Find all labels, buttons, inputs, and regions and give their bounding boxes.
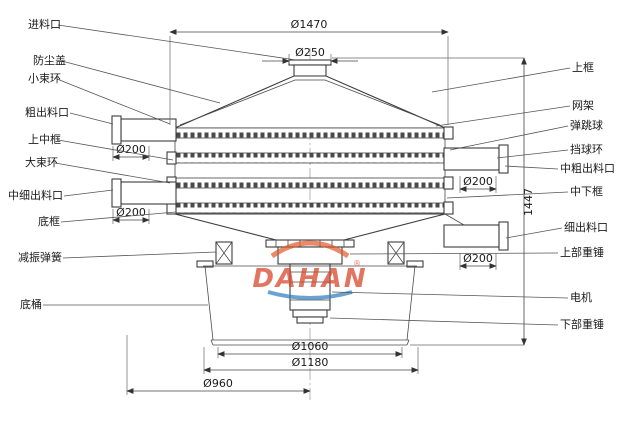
bottom-cone <box>174 213 446 241</box>
label-upper-frame: 上框 <box>572 61 594 74</box>
coarse-outlet-pipe <box>111 115 177 145</box>
label-small-clamp-ring: 小束环 <box>28 72 61 85</box>
label-motor: 电机 <box>570 290 592 304</box>
watermark-red-arc <box>270 240 350 259</box>
dim-right-lower-outlet: Ø200 <box>463 252 493 265</box>
leader-lines <box>43 24 571 326</box>
watermark-blue-swoosh <box>267 290 353 300</box>
label-dust-cover: 防尘盖 <box>33 53 66 67</box>
dim-left-upper-outlet: Ø200 <box>116 143 146 156</box>
lower-weight-block <box>292 309 328 318</box>
label-bottom-frame: 底框 <box>38 214 60 228</box>
label-mid-fine-outlet: 中细出料口 <box>8 188 63 202</box>
part-labels: 进料口 防尘盖 小束环 粗出料口 上中框 大束环 中细出料口 底框 减振弹簧 底… <box>8 17 615 331</box>
mesh-band-4 <box>175 202 445 214</box>
mid-fine-outlet-pipe <box>111 178 177 208</box>
dim-bottom-span: Ø960 <box>203 377 233 390</box>
label-mid-lower-frame: 中下框 <box>570 185 603 198</box>
label-damping-spring: 减振弹簧 <box>18 250 62 264</box>
label-mesh-frame: 网架 <box>572 99 594 112</box>
dim-left-lower-outlet: Ø200 <box>116 206 146 219</box>
dim-base-inner: Ø1060 <box>292 340 329 353</box>
label-large-clamp-ring: 大束环 <box>25 155 58 169</box>
watermark-reg-icon: ® <box>353 259 361 268</box>
damping-springs <box>215 241 405 265</box>
dim-right-upper-outlet: Ø200 <box>463 175 493 188</box>
mesh-band-2 <box>175 152 445 164</box>
fine-outlet-pipe <box>443 213 509 251</box>
mesh-band-3 <box>175 177 445 189</box>
watermark: DAHAN ® <box>252 240 367 300</box>
dim-inlet: Ø250 <box>295 46 325 59</box>
label-base-barrel: 底桶 <box>20 297 42 311</box>
mesh-band-1 <box>175 127 445 139</box>
dim-top-width: Ø1470 <box>291 18 328 31</box>
label-upper-weight: 上部重锤 <box>560 245 604 259</box>
dim-total-height: 1447 <box>522 188 535 216</box>
label-bouncing-ball: 弹跳球 <box>570 118 603 132</box>
label-upper-middle-frame: 上中框 <box>28 133 61 146</box>
label-coarse-outlet: 粗出料口 <box>25 105 69 119</box>
label-mid-coarse-outlet: 中粗出料口 <box>560 161 615 175</box>
mid-coarse-outlet-pipe <box>443 144 509 174</box>
machine-drawing <box>111 48 509 400</box>
base-barrel <box>196 260 424 346</box>
label-lower-weight: 下部重锤 <box>560 317 604 331</box>
label-fine-outlet: 细出料口 <box>564 220 608 234</box>
label-feed-inlet: 进料口 <box>28 17 61 31</box>
label-ball-retainer-ring: 挡球环 <box>570 142 603 156</box>
feed-inlet-pipe <box>288 59 332 77</box>
watermark-text: DAHAN <box>252 264 367 294</box>
dim-base-outer: Ø1180 <box>292 356 329 369</box>
